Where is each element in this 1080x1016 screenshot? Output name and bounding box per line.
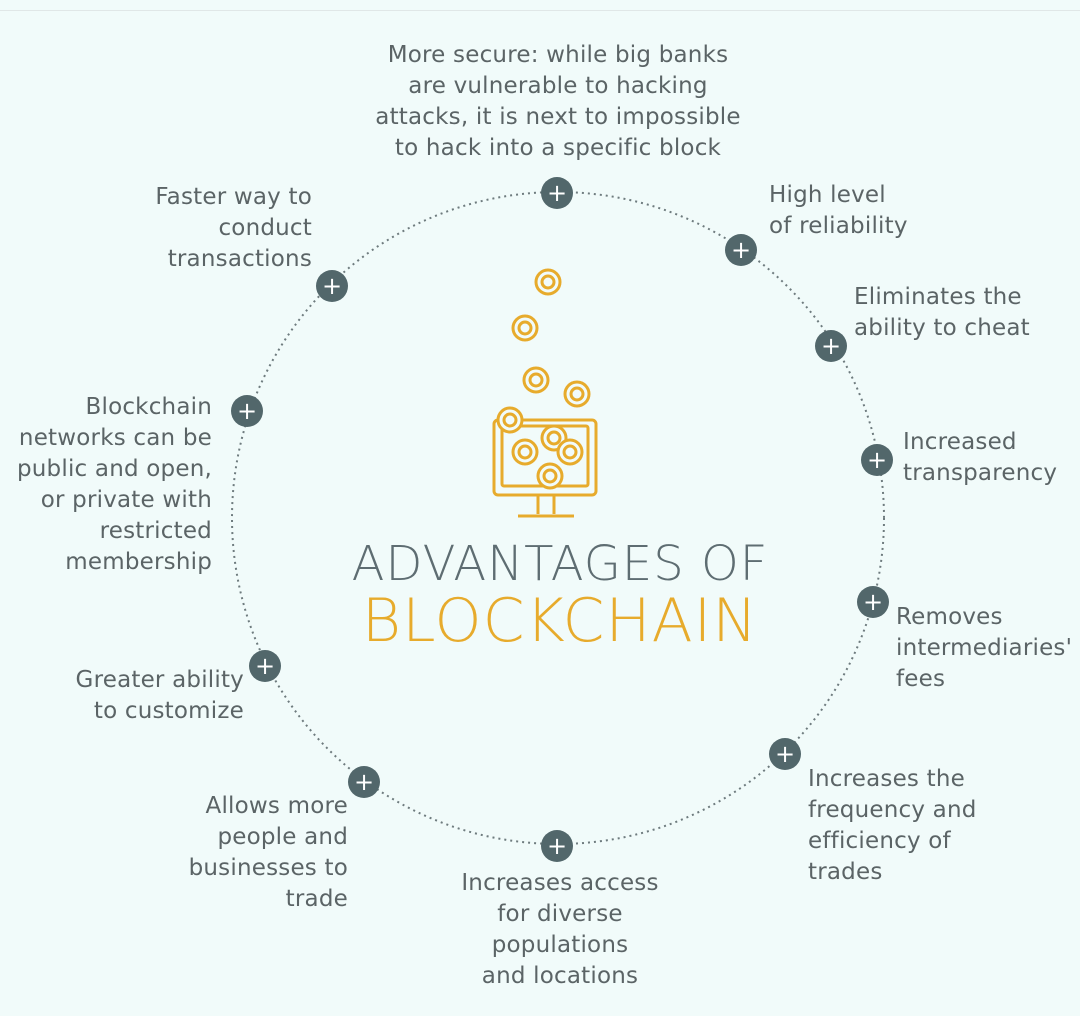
plus-icon[interactable]: +: [861, 444, 893, 476]
plus-icon[interactable]: +: [541, 830, 573, 862]
plus-icon[interactable]: +: [231, 395, 263, 427]
plus-icon[interactable]: +: [316, 270, 348, 302]
plus-icon[interactable]: +: [348, 766, 380, 798]
plus-icon[interactable]: +: [857, 586, 889, 618]
monitor-coins-icon: [492, 268, 598, 518]
title-line-1: ADVANTAGES OF: [351, 536, 769, 592]
plus-icon[interactable]: +: [725, 234, 757, 266]
title-line-2: BLOCKCHAIN: [361, 586, 759, 656]
plus-icon[interactable]: +: [249, 650, 281, 682]
plus-icon[interactable]: +: [541, 177, 573, 209]
plus-icon[interactable]: +: [769, 738, 801, 770]
top-divider: [0, 10, 1080, 11]
plus-icon[interactable]: +: [815, 330, 847, 362]
